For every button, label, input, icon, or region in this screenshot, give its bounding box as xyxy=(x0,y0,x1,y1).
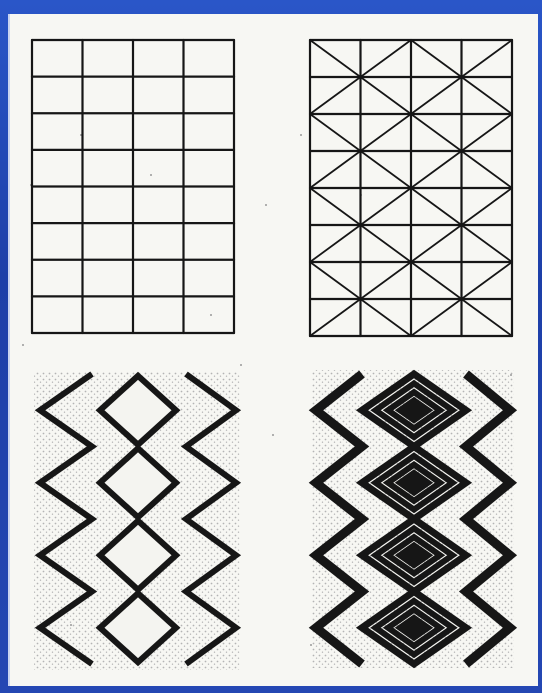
zigzag-diamond-outline-panel xyxy=(34,372,240,670)
diagonal-line xyxy=(411,151,462,188)
diagonal-line xyxy=(462,77,513,114)
diagonal-line xyxy=(310,77,361,114)
diagonal-line xyxy=(462,299,513,336)
diagonal-line xyxy=(310,114,361,151)
diagonal-line xyxy=(310,299,361,336)
diagonal-line xyxy=(310,262,361,299)
diagonal-line xyxy=(361,151,412,188)
diagonal-line xyxy=(361,40,412,77)
diagonal-line xyxy=(462,188,513,225)
diagonal-line xyxy=(462,114,513,151)
diagonal-line xyxy=(411,188,462,225)
diagonal-line xyxy=(411,40,462,77)
diagonal-line xyxy=(310,188,361,225)
zigzag-diamond-concentric-panel xyxy=(312,370,514,668)
diagonal-line xyxy=(462,225,513,262)
diagonal-line xyxy=(462,40,513,77)
diagonal-line xyxy=(411,225,462,262)
diagonal-line xyxy=(411,114,462,151)
diagonal-line xyxy=(361,225,412,262)
diagonal-line xyxy=(411,299,462,336)
diagonal-line xyxy=(462,262,513,299)
diagonal-line xyxy=(361,299,412,336)
diagonal-line xyxy=(411,262,462,299)
diagonal-line xyxy=(310,225,361,262)
triangulated-grid-panel xyxy=(310,40,512,336)
diagonal-line xyxy=(310,40,361,77)
diagonal-line xyxy=(361,77,412,114)
diagonal-line xyxy=(361,262,412,299)
grid-panel xyxy=(32,40,234,333)
diagonal-line xyxy=(411,77,462,114)
diagonal-line xyxy=(462,151,513,188)
diagonal-line xyxy=(361,188,412,225)
diagonal-line xyxy=(310,151,361,188)
diagonal-line xyxy=(361,114,412,151)
